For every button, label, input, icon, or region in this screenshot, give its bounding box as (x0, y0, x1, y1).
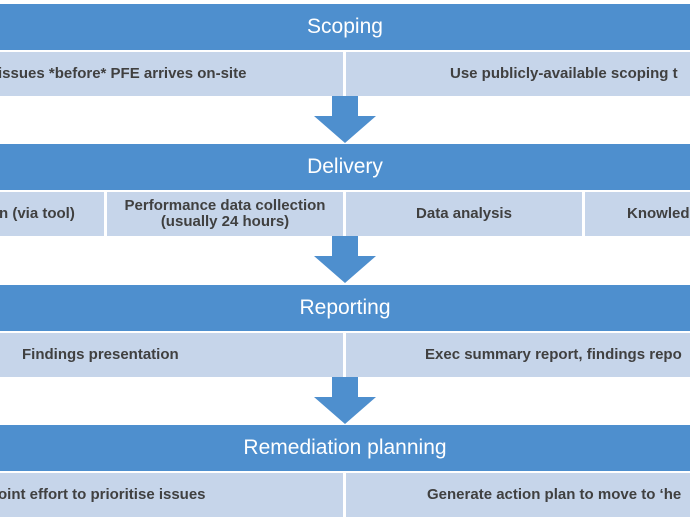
reporting-cell-presentation: Findings presentation (0, 333, 343, 377)
stage-delivery-row: n (via tool) Performance data collection… (0, 192, 690, 236)
delivery-cell-analysis-text: Data analysis (416, 205, 512, 222)
arrow-down-icon (314, 377, 376, 424)
scoping-cell-public-tool-text: Use publicly-available scoping t (450, 65, 678, 82)
scoping-cell-pre-arrival-text: issues *before* PFE arrives on-site (0, 65, 247, 82)
reporting-cell-presentation-text: Findings presentation (22, 346, 179, 363)
reporting-cell-exec-summary-text: Exec summary report, findings repo (425, 346, 682, 363)
remediation-cell-prioritise: oint effort to prioritise issues (0, 473, 343, 517)
stage-remediation-row: oint effort to prioritise issues Generat… (0, 473, 690, 517)
delivery-cell-tool-text: n (via tool) (0, 205, 75, 222)
stage-scoping-header: Scoping (0, 4, 690, 50)
stage-scoping-row: issues *before* PFE arrives on-site Use … (0, 52, 690, 96)
stage-reporting-row: Findings presentation Exec summary repor… (0, 333, 690, 377)
remediation-cell-action-plan-text: Generate action plan to move to ‘he (427, 486, 682, 503)
delivery-cell-data-collection: Performance data collection (usually 24 … (107, 192, 343, 236)
reporting-cell-exec-summary: Exec summary report, findings repo (346, 333, 690, 377)
arrow-down-icon (314, 96, 376, 143)
stage-remediation-header: Remediation planning (0, 425, 690, 471)
stage-reporting-header: Reporting (0, 285, 690, 331)
delivery-cell-knowledge: Knowled (585, 192, 690, 236)
delivery-cell-data-collection-text: Performance data collection (usually 24 … (124, 197, 326, 230)
delivery-cell-tool: n (via tool) (0, 192, 104, 236)
remediation-cell-action-plan: Generate action plan to move to ‘he (346, 473, 690, 517)
stage-delivery-header: Delivery (0, 144, 690, 190)
scoping-cell-public-tool: Use publicly-available scoping t (346, 52, 690, 96)
delivery-cell-analysis: Data analysis (346, 192, 582, 236)
delivery-cell-knowledge-text: Knowled (627, 205, 690, 222)
scoping-cell-pre-arrival: issues *before* PFE arrives on-site (0, 52, 343, 96)
remediation-cell-prioritise-text: oint effort to prioritise issues (0, 486, 206, 503)
arrow-down-icon (314, 236, 376, 283)
